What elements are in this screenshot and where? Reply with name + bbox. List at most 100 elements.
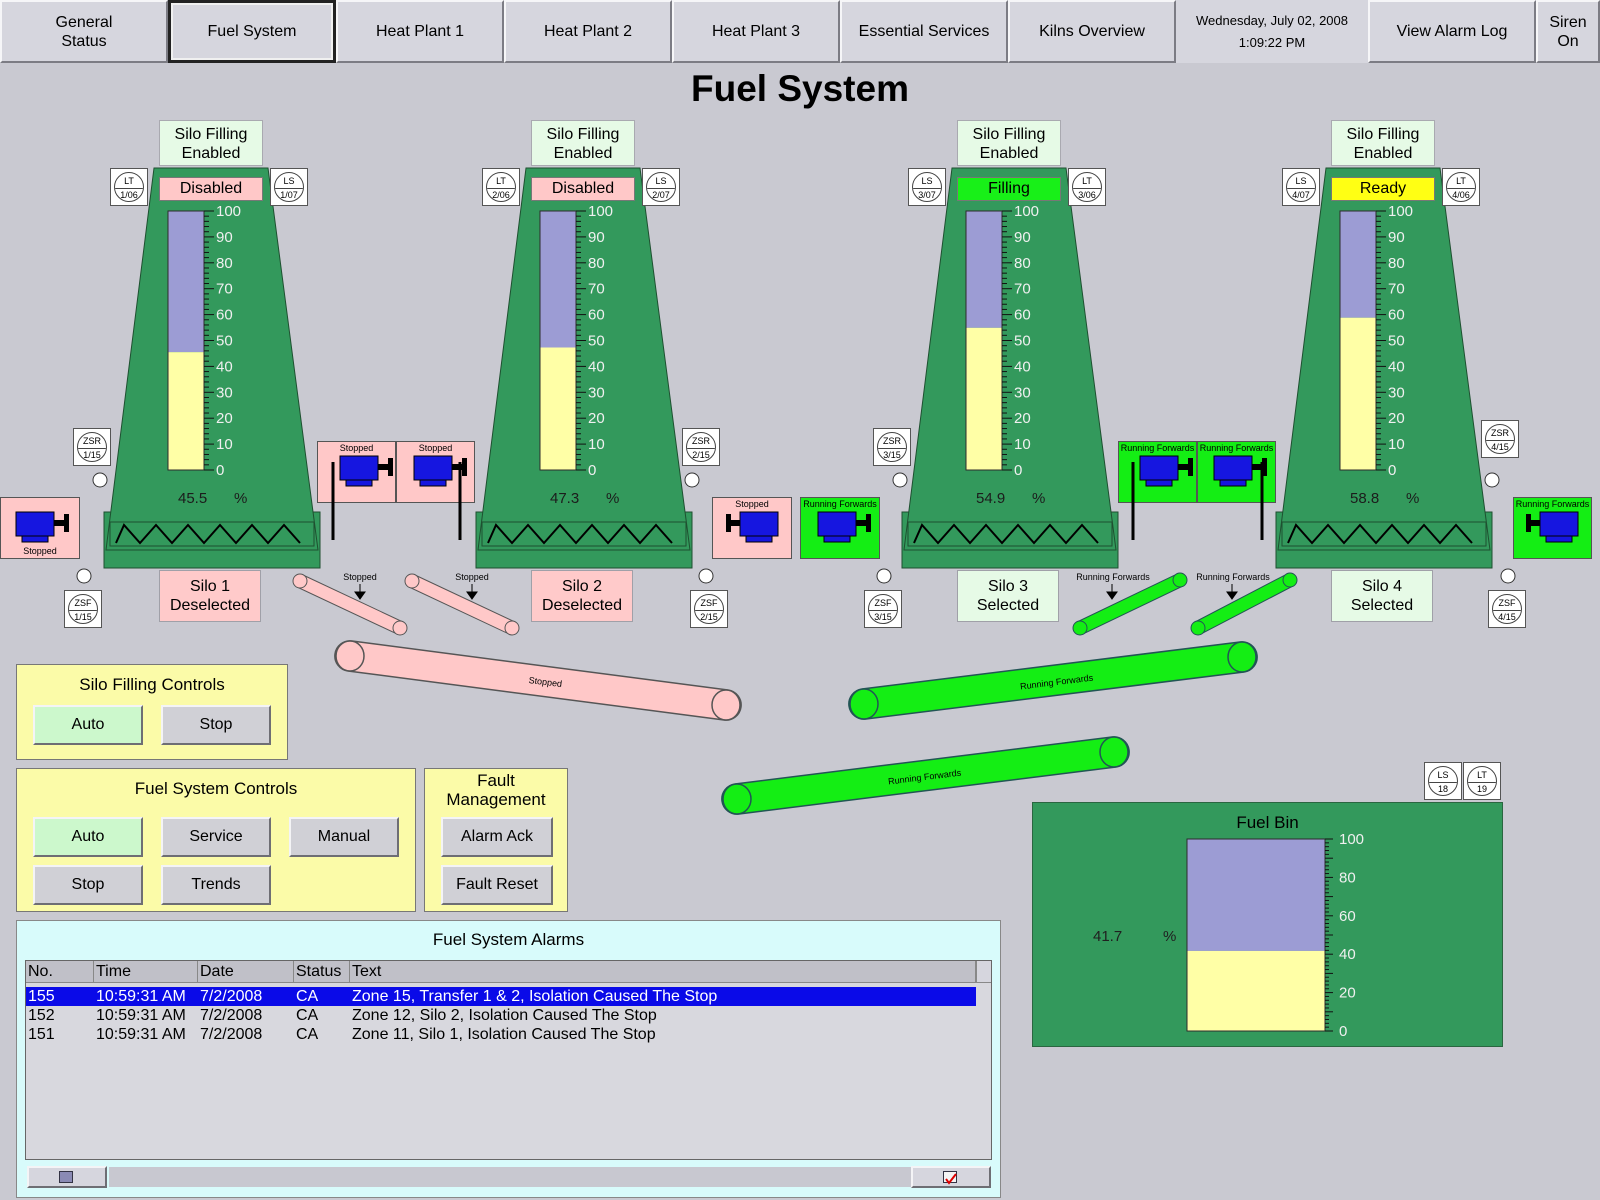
conveyor-big-left[interactable] [334,640,742,721]
tab-general-status[interactable]: General Status [0,0,168,63]
tab-kilns-overview[interactable]: Kilns Overview [1008,0,1176,63]
view-alarm-log-button[interactable]: View Alarm Log [1368,0,1536,63]
silo-pulleys [1484,472,1516,584]
fault-reset-button[interactable]: Fault Reset [441,865,553,905]
column-header-time[interactable]: Time [94,961,198,983]
tag-id: 3/15 [883,450,901,460]
bin-scale-label: 100 [1339,831,1364,848]
siren-button[interactable]: Siren On [1536,0,1600,63]
silo-filling-auto-button[interactable]: Auto [33,705,143,745]
column-header-text[interactable]: Text [350,961,976,983]
fuel-system-trends-button[interactable]: Trends [161,865,271,905]
alarm-ack-button[interactable]: Alarm Ack [441,817,553,857]
fuel-bin-level-value: 41.7 [1093,928,1123,945]
silo-selection-status[interactable]: Silo 4 Selected [1331,570,1433,622]
screw-conveyor [1287,523,1473,545]
motor-silo2-drive[interactable]: Stopped [712,497,792,559]
fuel-system-alarms-panel: Fuel System Alarms No. Time Date Status … [16,920,1001,1198]
motor-silo3-drive[interactable]: Running Forwards [800,497,880,559]
silo-selection-status[interactable]: Silo 1 Deselected [159,570,261,622]
silo-scale-label: 10 [588,436,605,453]
conveyor-small-2[interactable] [404,573,520,636]
tag-type: ZSR [687,435,715,449]
tab-fuel-system[interactable]: Fuel System [168,0,336,63]
conveyor-small-1[interactable] [292,573,408,636]
tab-heat-plant-3[interactable]: Heat Plant 3 [672,0,840,63]
motor-silo4-drive[interactable]: Running Forwards [1513,497,1592,559]
motor-transfer2-a[interactable]: Running Forwards [1118,441,1197,503]
pulley-front [876,568,892,584]
tag-type: LS [1429,769,1457,783]
silo-scale-label: 90 [1388,229,1405,246]
cell-text: Zone 11, Silo 1, Isolation Caused The St… [352,1026,656,1043]
column-header-status[interactable]: Status [294,961,350,983]
fuel-system-auto-button[interactable]: Auto [33,817,143,857]
conveyor-big-right[interactable] [848,641,1258,720]
fuel-system-stop-button[interactable]: Stop [33,865,143,905]
conveyor-small-4[interactable] [1190,572,1298,636]
motor-transfer1-b[interactable]: Stopped [396,441,475,503]
motor-transfer2-b[interactable]: Running Forwards [1197,441,1276,503]
fuel-system-manual-button[interactable]: Manual [289,817,399,857]
conveyor-small-3[interactable] [1072,572,1188,636]
silo-scale-label: 80 [588,255,605,272]
silo-scale-label: 10 [216,436,233,453]
tag-type: LS [1287,175,1315,189]
silo-selection-status[interactable]: Silo 3 Selected [957,570,1059,622]
silo-filling-stop-button[interactable]: Stop [161,705,271,745]
alarm-toolbar-left-button[interactable] [27,1166,107,1188]
cell-no: 151 [28,1026,55,1043]
column-header-no[interactable]: No. [26,961,94,983]
tab-essential-services[interactable]: Essential Services [840,0,1008,63]
motor-status: Running Forwards [1120,443,1195,453]
tag-id: 18 [1437,784,1448,794]
tab-heat-plant-1[interactable]: Heat Plant 1 [336,0,504,63]
pulley-front [1500,568,1516,584]
column-header-date[interactable]: Date [198,961,294,983]
conveyor-lower[interactable] [721,736,1130,815]
silo-gauge-empty [540,211,576,348]
panel-title: Fault Management [446,771,546,809]
motor-transfer1-a[interactable]: Stopped [317,441,396,503]
silo-gauge-empty [966,211,1002,328]
panel-title: Fuel System Controls [134,779,298,798]
tab-heat-plant-2[interactable]: Heat Plant 2 [504,0,672,63]
silo-scale-label: 60 [1388,307,1405,324]
silo-scale-label: 90 [216,229,233,246]
bin-scale-label: 20 [1339,985,1356,1002]
fuel-system-service-button[interactable]: Service [161,817,271,857]
motor-status: Running Forwards [1199,443,1274,453]
silo-scale-label: 20 [1014,410,1031,427]
silo-selection-status[interactable]: Silo 2 Deselected [531,570,633,622]
motor-silo1-drive[interactable]: Stopped [0,497,80,559]
alarm-toolbar-right-button[interactable] [911,1166,991,1188]
pulley-front [76,568,92,584]
